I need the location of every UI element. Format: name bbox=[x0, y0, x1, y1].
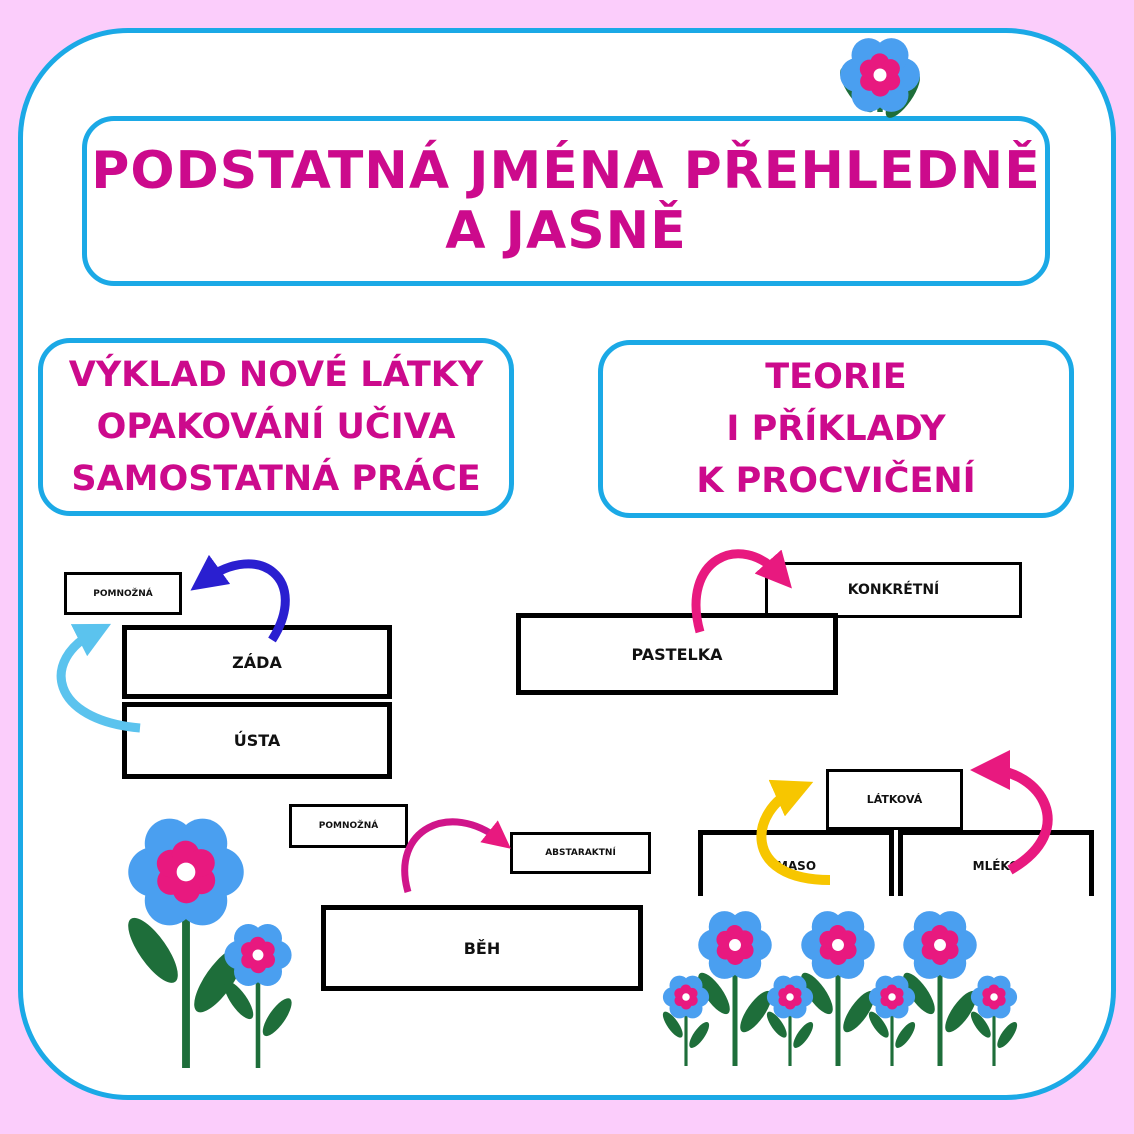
flower-center bbox=[786, 993, 794, 1001]
leaf bbox=[224, 981, 254, 1020]
arrow-lightblue bbox=[56, 623, 141, 733]
card-zada: ZÁDA bbox=[122, 625, 392, 699]
flower-center bbox=[873, 68, 887, 82]
leaf bbox=[698, 972, 730, 1015]
leaf bbox=[262, 998, 292, 1037]
leaf bbox=[895, 1021, 916, 1048]
flower-center bbox=[832, 939, 844, 951]
card-maso: MASO bbox=[698, 830, 894, 896]
title-box: PODSTATNÁ JMÉNA PŘEHLEDNĚ A JASNĚ bbox=[82, 116, 1050, 286]
leaf bbox=[793, 1021, 814, 1048]
leaf bbox=[970, 1011, 991, 1038]
card-abstraktni: ABSTARAKTNÍ bbox=[510, 832, 651, 874]
leaf bbox=[801, 972, 833, 1015]
left-line: OPAKOVÁNÍ UČIVA bbox=[96, 407, 456, 447]
arrow-pink-2 bbox=[401, 818, 511, 893]
left-info-box: VÝKLAD NOVÉ LÁTKY OPAKOVÁNÍ UČIVA SAMOST… bbox=[38, 338, 514, 516]
flower-center bbox=[682, 993, 690, 1001]
leaf bbox=[766, 1011, 787, 1038]
title-line-2: A JASNĚ bbox=[445, 201, 687, 261]
card-pastelka: PASTELKA bbox=[516, 613, 838, 695]
right-line: I PŘÍKLADY bbox=[726, 409, 946, 449]
leaf bbox=[662, 1011, 683, 1038]
arrow-magenta bbox=[970, 750, 1053, 875]
arrow-yellow bbox=[756, 779, 831, 885]
card-latkova: LÁTKOVÁ bbox=[826, 769, 963, 830]
title-line-1: PODSTATNÁ JMÉNA PŘEHLEDNĚ bbox=[91, 141, 1041, 201]
leaf bbox=[843, 990, 875, 1033]
leaf bbox=[128, 917, 178, 983]
card-pomnozna: POMNOŽNÁ bbox=[64, 572, 182, 615]
arrow-blue bbox=[190, 554, 290, 643]
leaf bbox=[740, 990, 772, 1033]
leaf bbox=[945, 990, 977, 1033]
card-mleko: MLÉKO bbox=[898, 830, 1094, 896]
right-info-box: TEORIE I PŘÍKLADY K PROCVIČENÍ bbox=[598, 340, 1074, 518]
left-line: VÝKLAD NOVÉ LÁTKY bbox=[68, 355, 484, 395]
card-konkretni: KONKRÉTNÍ bbox=[765, 562, 1022, 618]
right-line: K PROCVIČENÍ bbox=[696, 461, 976, 501]
leaf bbox=[689, 1021, 710, 1048]
card-pomnozna-2: POMNOŽNÁ bbox=[289, 804, 408, 848]
leaf bbox=[868, 1011, 889, 1038]
flower-center bbox=[252, 949, 264, 961]
card-usta: ÚSTA bbox=[122, 702, 392, 779]
arrow-pink-1 bbox=[691, 549, 792, 634]
leaf bbox=[903, 972, 935, 1015]
left-line: SAMOSTATNÁ PRÁCE bbox=[71, 459, 481, 499]
flower-center bbox=[729, 939, 741, 951]
card-beh: BĚH bbox=[321, 905, 643, 991]
flower-center bbox=[934, 939, 946, 951]
flower-center bbox=[990, 993, 998, 1001]
leaf bbox=[997, 1021, 1018, 1048]
flower-center bbox=[888, 993, 896, 1001]
flower-center bbox=[176, 862, 196, 882]
right-line: TEORIE bbox=[765, 357, 907, 397]
